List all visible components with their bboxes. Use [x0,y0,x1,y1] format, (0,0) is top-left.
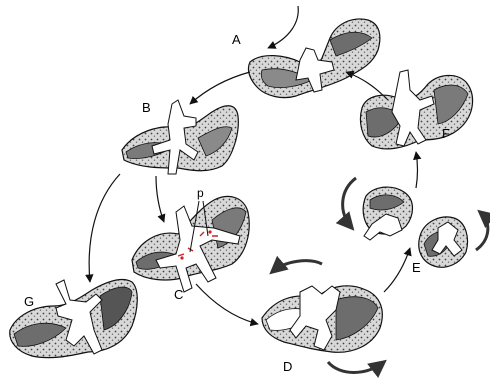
stage-a-specimen [248,19,379,98]
rotation-arrow-e-right [476,212,488,250]
stage-e-left-specimen [363,187,412,240]
stage-label-g: G [24,294,34,309]
p-label: p [197,186,204,200]
stage-label-b: B [142,100,151,115]
stage-d-specimen [262,286,382,352]
arrow-b-to-g [89,174,120,282]
stage-g-specimen [10,280,138,358]
stage-label-a: A [232,32,241,47]
rotation-arrow-d-top [272,261,322,272]
arrow-b-to-c [156,176,164,222]
stage-e-right-specimen [419,217,468,267]
stage-label-f: F [442,126,450,141]
rotation-arrow-e-left [343,178,356,228]
arrow-into-a [268,6,298,48]
arrow-c-to-d [196,284,258,324]
stage-f-specimen [360,70,472,149]
arrow-d-to-e [384,248,410,292]
arrow-e-to-f [416,152,418,188]
stage-c-specimen [132,196,249,292]
stage-label-d: D [283,359,292,374]
stage-label-c: C [174,287,183,302]
rotation-arrow-d-bottom [328,362,384,373]
arrow-a-to-b [190,72,250,104]
stage-label-e: E [412,260,421,275]
stage-b-specimen [122,100,238,174]
